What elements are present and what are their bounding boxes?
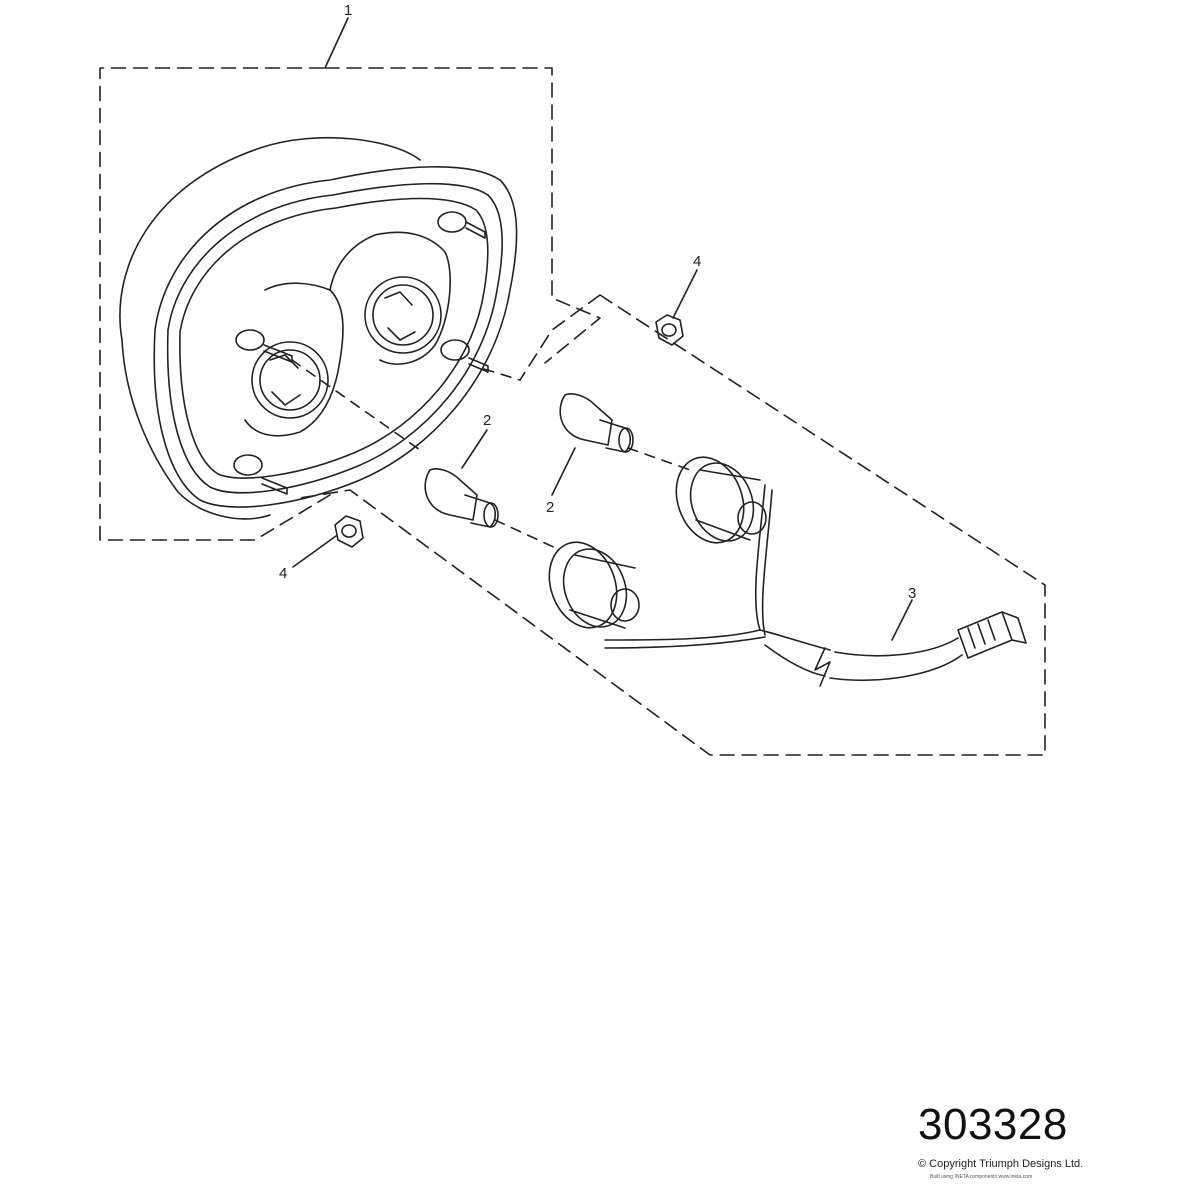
- nut-upper: [655, 314, 684, 346]
- bulb-holder-upper: [675, 456, 767, 544]
- nut-lower: [334, 515, 364, 548]
- bulb-lower: [424, 468, 499, 528]
- callout-4b: 4: [279, 565, 287, 582]
- diagram-reference-number: 303328: [918, 1100, 1068, 1149]
- leader-line-3: [891, 599, 913, 641]
- copyright-subnote: Built using INETA components www.ineta.c…: [930, 1174, 1033, 1180]
- leader-line-2b: [551, 447, 576, 496]
- mounting-stud-middle-left: [235, 329, 293, 363]
- callout-2b: 2: [546, 499, 554, 516]
- callout-1: 1: [344, 2, 352, 19]
- assembly-boundary-1: [99, 67, 601, 541]
- callout-2a: 2: [483, 412, 491, 429]
- leader-line-2a: [461, 429, 488, 469]
- wiring-harness: [604, 484, 1027, 687]
- housing-bulb-socket-left: [251, 341, 329, 419]
- harness-connector: [957, 611, 1027, 659]
- callout-3: 3: [908, 585, 916, 602]
- housing-bulb-socket-right: [364, 276, 442, 354]
- leader-line-4a: [672, 269, 698, 319]
- callout-4a: 4: [693, 253, 701, 270]
- assembly-boundary-harness: [299, 294, 1046, 756]
- leader-line-4b: [292, 535, 337, 568]
- mounting-stud-bottom-left: [233, 454, 288, 495]
- bulb-holder-lower: [548, 541, 640, 629]
- tail-lamp-housing: [119, 136, 518, 520]
- leader-line-1: [324, 17, 349, 69]
- alignment-line-lower: [291, 359, 561, 551]
- alignment-line-upper: [483, 368, 691, 471]
- copyright-notice: © Copyright Triumph Designs Ltd.: [918, 1158, 1084, 1170]
- bulb-upper: [559, 393, 634, 453]
- mounting-stud-top-right: [437, 211, 486, 239]
